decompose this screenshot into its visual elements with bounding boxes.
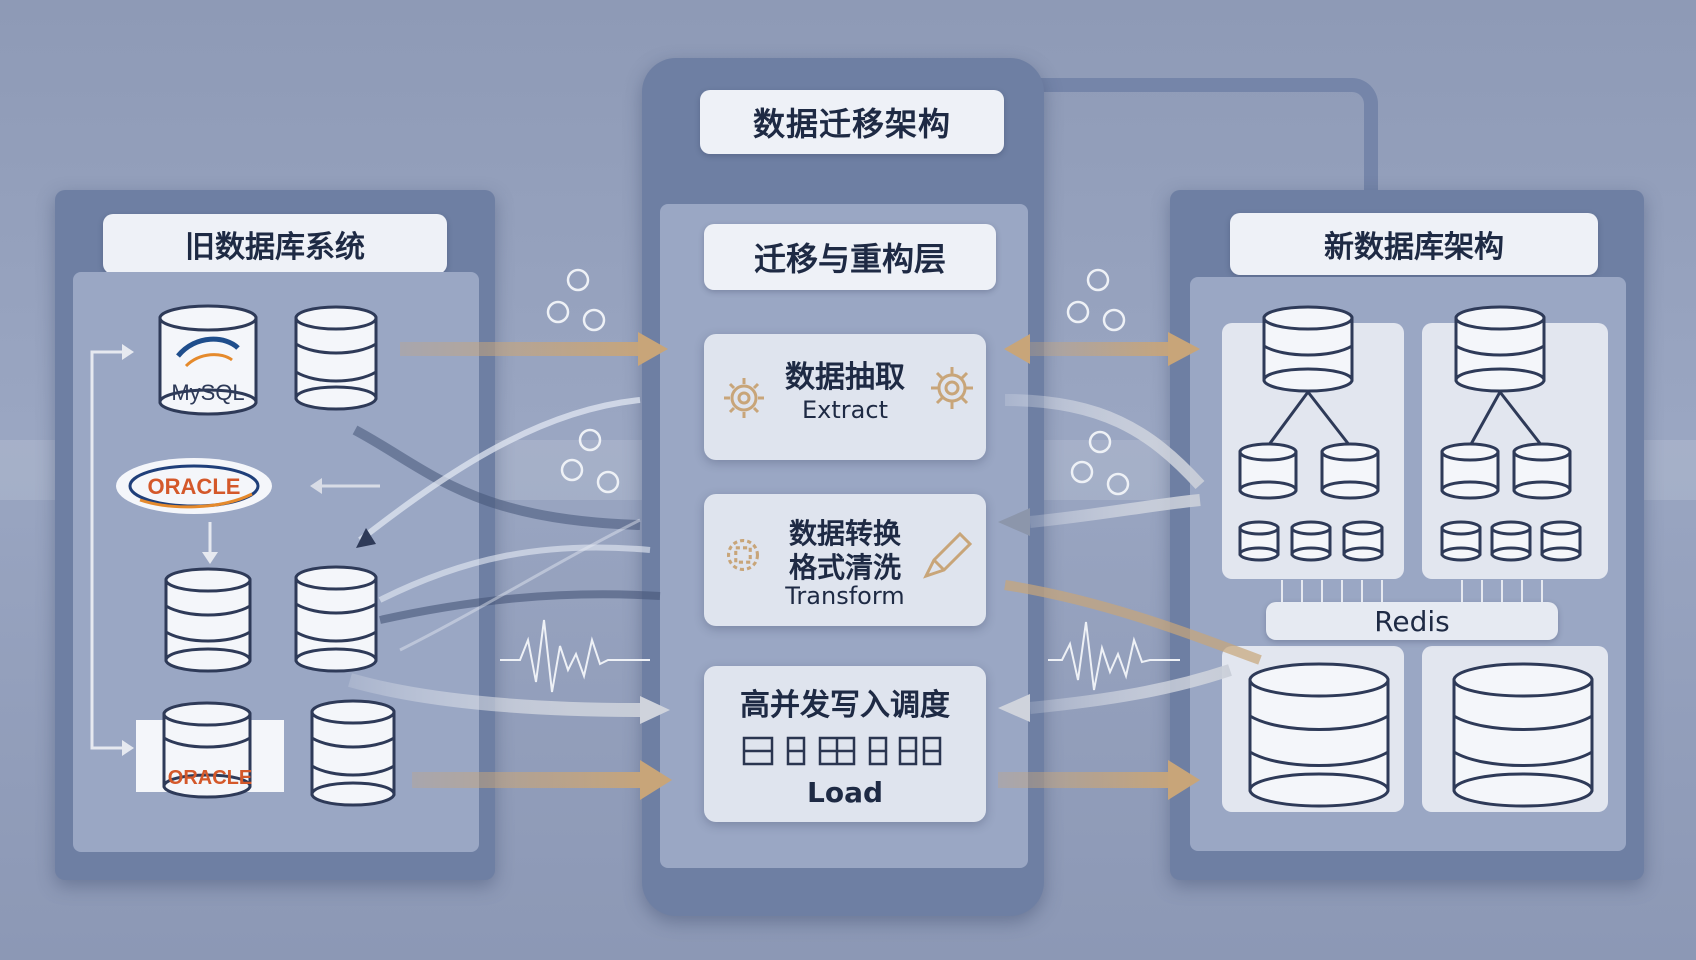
extract-stage: 数据抽取 Extract <box>704 334 986 460</box>
legacy-title: 旧数据库系统 <box>103 214 447 274</box>
flow-curve <box>1004 394 1205 490</box>
flow-curve <box>379 590 661 624</box>
gear-icon <box>726 538 760 572</box>
gear-icon <box>931 367 973 409</box>
arrow-load-back <box>998 664 1232 722</box>
oracle-logo-text-2: ORACLE <box>168 767 252 789</box>
new-title: 新数据库架构 <box>1230 213 1598 275</box>
gear-cluster-icon <box>546 268 1130 496</box>
flow-curve <box>358 397 641 543</box>
extract-subtitle: Extract <box>802 396 888 424</box>
oracle-logo <box>116 458 272 514</box>
redis-connectors <box>1281 580 1543 602</box>
db-icon <box>294 305 378 411</box>
transform-title-2: 格式清洗 <box>788 551 901 584</box>
queue-icon <box>742 736 942 766</box>
waveform-icon <box>1048 621 1180 691</box>
transform-stage: 数据转换 格式清洗 Transform <box>704 494 986 626</box>
db-stack-right <box>1452 662 1594 808</box>
db-tree-left <box>1238 305 1384 562</box>
gear-icon <box>724 378 764 418</box>
db-icon <box>310 699 396 807</box>
flow-curve <box>1004 580 1262 665</box>
load-title: 高并发写入调度 <box>740 688 950 723</box>
db-icon-mysql <box>158 304 258 416</box>
arrow-extract-out <box>1004 332 1200 366</box>
top-banner: 数据迁移架构 <box>700 90 1004 154</box>
extract-title: 数据抽取 <box>785 360 905 395</box>
arrow-load-out <box>998 760 1200 800</box>
flow-curve <box>352 425 641 530</box>
waveform-icon <box>500 619 650 693</box>
load-subtitle: Load <box>806 776 883 809</box>
pencil-icon <box>923 531 973 579</box>
transform-title-1: 数据转换 <box>788 517 901 550</box>
db-icon <box>294 565 378 673</box>
db-stack-left <box>1248 662 1390 808</box>
flow-curve <box>399 518 641 652</box>
mysql-logo-text: MySQL <box>171 380 244 405</box>
oracle-logo-text-1: ORACLE <box>148 474 241 499</box>
middle-title: 迁移与重构层 <box>704 224 996 290</box>
arrow-transform-back <box>998 494 1201 536</box>
db-tree-right <box>1440 305 1582 562</box>
redis-label: Redis <box>1266 602 1558 640</box>
db-icon <box>162 701 252 799</box>
transform-subtitle: Transform <box>785 582 905 610</box>
arrow-load-in <box>412 760 672 800</box>
arrow-transform-in <box>348 673 670 724</box>
flow-curve <box>378 544 651 603</box>
load-stage: 高并发写入调度 Load <box>704 666 986 822</box>
legacy-loop-arrow <box>90 350 124 750</box>
db-icon <box>164 567 252 673</box>
arrow-extract-in <box>400 332 668 366</box>
